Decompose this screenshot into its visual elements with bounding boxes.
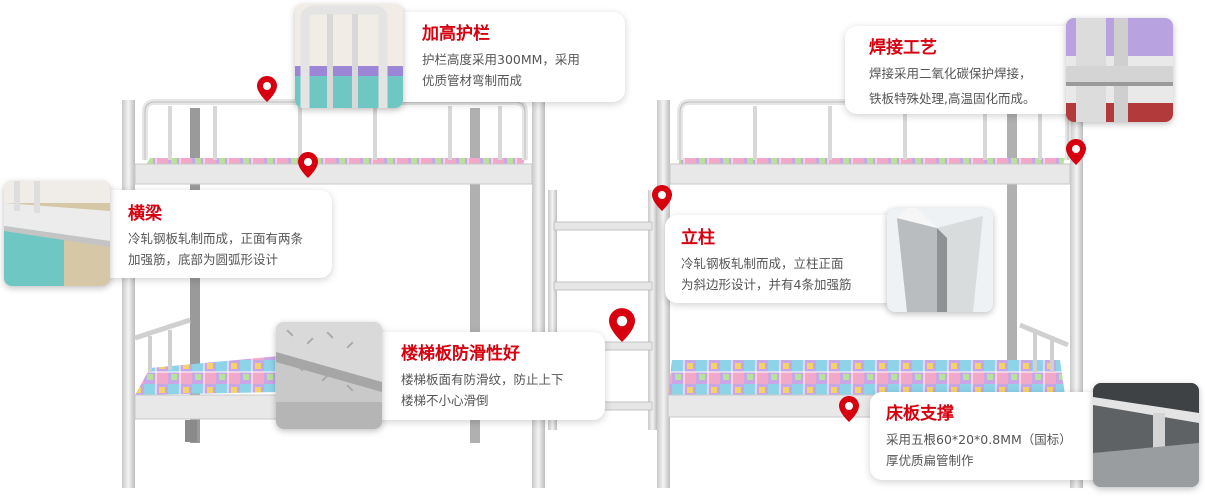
location-pin-icon [839, 396, 859, 422]
feature-card-crossbeam: 横梁 冷轧钢板轧制而成，正面有两条 加强筋，底部为圆弧形设计 [70, 190, 332, 278]
feature-desc-line: 护栏高度采用300MM，采用 [422, 52, 580, 67]
feature-title: 焊接工艺 [869, 38, 937, 58]
feature-desc-line: 冷轧钢板轧制而成，正面有两条 [128, 231, 304, 246]
feature-desc-line: 优质管材弯制而成 [422, 73, 523, 88]
feature-desc-line: 楼梯板面有防滑纹，防止上下 [401, 372, 564, 387]
guardrail-photo [295, 4, 403, 108]
feature-card-bedboard: 床板支撑 采用五根60*20*0.8MM（国标） 厚优质扁管制作 [870, 392, 1110, 480]
feature-desc-line: 冷轧钢板轧制而成，立柱正面 [681, 256, 844, 271]
location-pin-icon [257, 76, 277, 102]
feature-desc-line: 厚优质扁管制作 [886, 453, 974, 468]
feature-card-ladder: 楼梯板防滑性好 楼梯板面有防滑纹，防止上下 楼梯不小心滑倒 [345, 332, 605, 420]
feature-title: 横梁 [128, 204, 162, 224]
feature-title: 加高护栏 [422, 24, 490, 44]
welding-photo [1066, 18, 1173, 122]
location-pin-icon [1066, 139, 1086, 165]
feature-desc-line: 铁板特殊处理,高温固化而成。 [869, 91, 1036, 106]
bedboard-support-photo [1093, 383, 1199, 487]
location-pin-icon [652, 185, 672, 211]
feature-title: 楼梯板防滑性好 [401, 344, 520, 364]
column-photo [887, 208, 993, 312]
feature-desc-line: 楼梯不小心滑倒 [401, 393, 489, 408]
feature-title: 立柱 [681, 228, 715, 248]
feature-desc-line: 采用五根60*20*0.8MM（国标） [886, 432, 1072, 447]
left-bunk-bed [122, 99, 545, 488]
location-pin-icon [298, 152, 318, 178]
ladder-plate-photo [276, 322, 382, 429]
crossbeam-photo [4, 181, 110, 286]
feature-desc-line: 加强筋，底部为圆弧形设计 [128, 252, 279, 267]
feature-card-welding: 焊接工艺 焊接采用二氧化碳保护焊接， 铁板特殊处理,高温固化而成。 [845, 26, 1095, 114]
feature-desc-line: 焊接采用二氧化碳保护焊接， [869, 66, 1032, 81]
location-pin-icon [609, 308, 635, 342]
feature-desc-line: 为斜边形设计，并有4条加强筋 [681, 277, 852, 292]
feature-title: 床板支撑 [886, 404, 954, 424]
